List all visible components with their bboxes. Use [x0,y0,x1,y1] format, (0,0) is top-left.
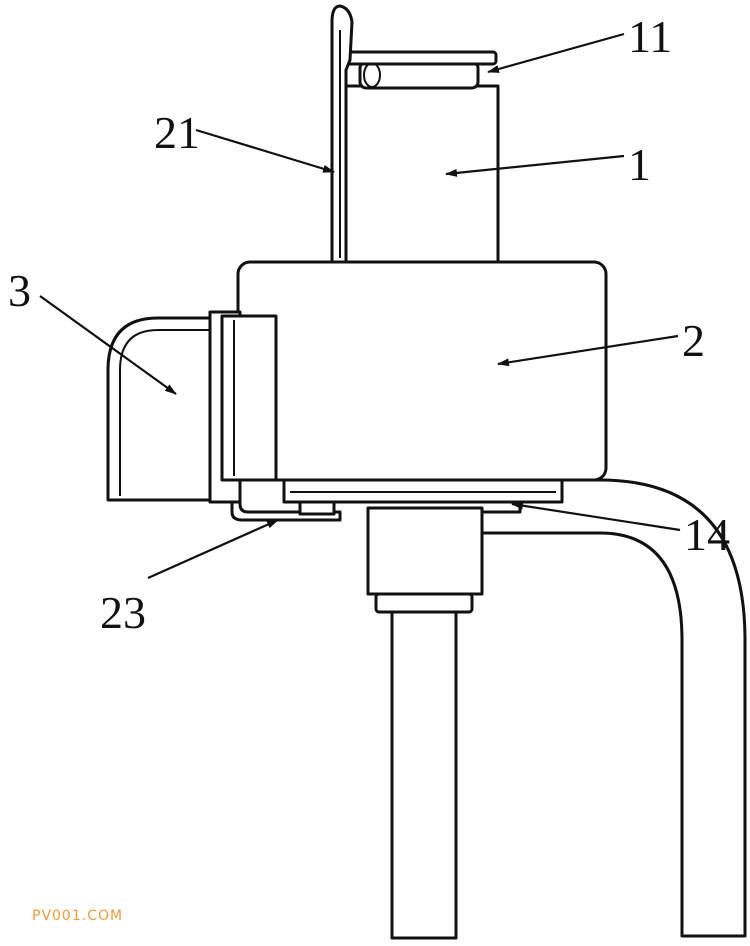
connector-bracket [230,482,342,522]
cap-top-plate [344,50,498,66]
inlet-pipe [390,610,458,940]
connector-housing-curve [119,329,210,371]
leader-1 [445,154,625,177]
upper-tube [344,84,500,264]
leader-23 [147,518,279,580]
leader-3 [39,295,177,395]
callout-1: 1 [628,139,651,190]
clip-strip [330,4,354,264]
callout-14: 14 [684,509,730,560]
leader-2 [497,334,679,367]
callout-21: 21 [154,107,200,158]
callout-2: 2 [682,315,705,366]
callout-23: 23 [100,587,146,638]
watermark-text: PV001.COM [32,908,124,924]
valve-body-collar [374,592,474,614]
connector-plate [220,314,278,482]
connector-housing [106,316,212,502]
outlet-pipe [480,478,747,938]
leader-11 [487,32,625,74]
leader-21 [195,128,335,174]
bracket-clip [298,500,336,516]
coil-body [236,260,608,482]
callout-11: 11 [628,11,672,62]
leader-14 [511,501,681,532]
callout-3: 3 [8,265,31,316]
valve-body [366,506,484,596]
